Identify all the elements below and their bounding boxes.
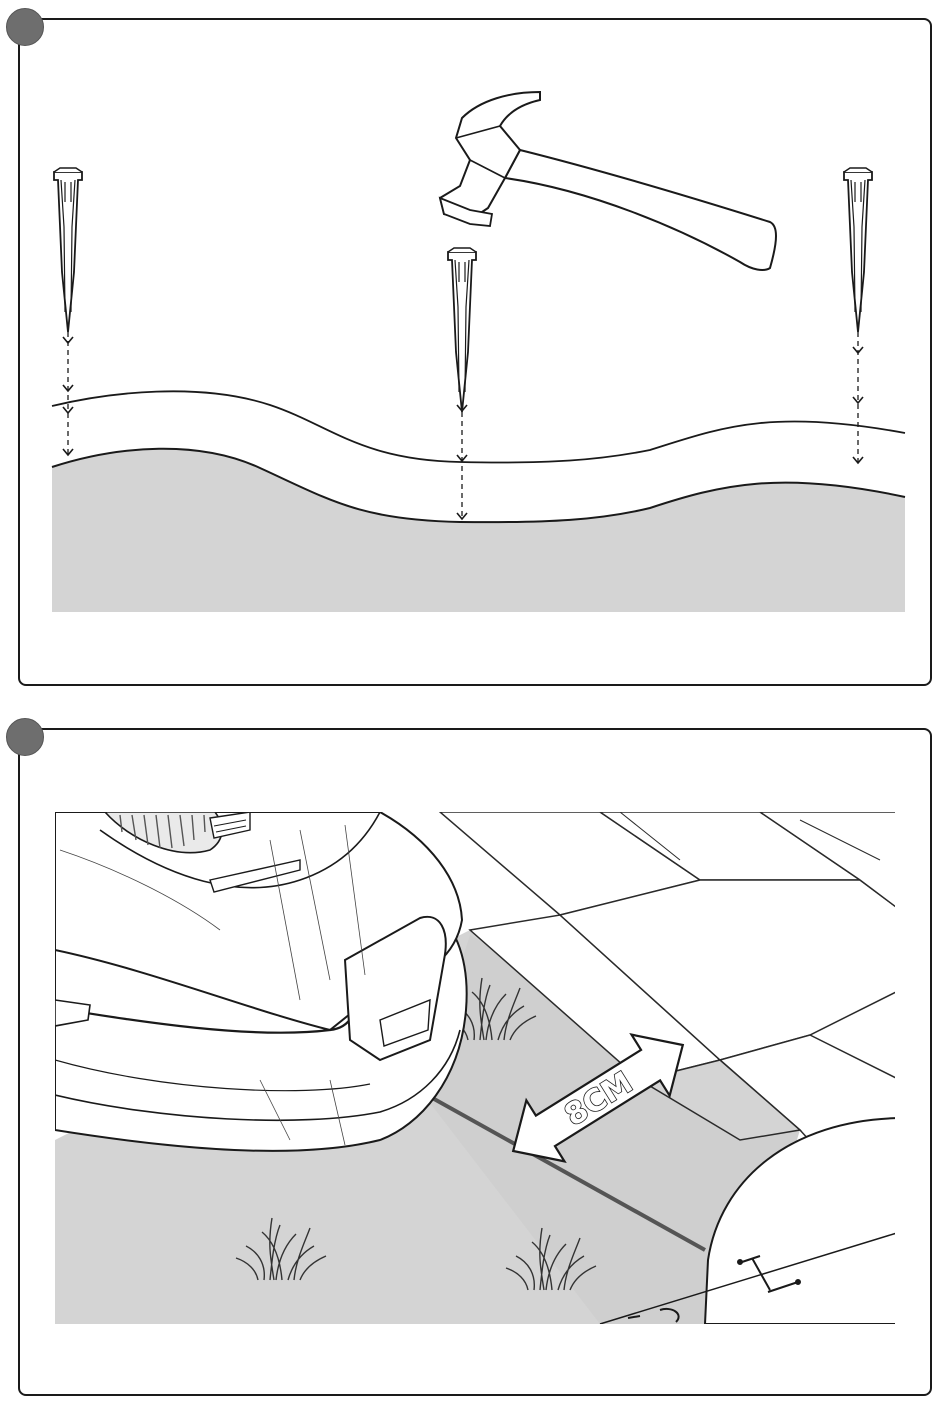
hammer-icon (440, 92, 776, 270)
mower-icon (55, 812, 467, 1151)
peg-icon (844, 168, 872, 463)
peg-icon (54, 168, 82, 458)
step-1-illustration (52, 92, 905, 612)
peg-icon (448, 248, 476, 519)
step-2-illustration: 8CM (55, 812, 900, 1324)
ground (52, 449, 905, 612)
